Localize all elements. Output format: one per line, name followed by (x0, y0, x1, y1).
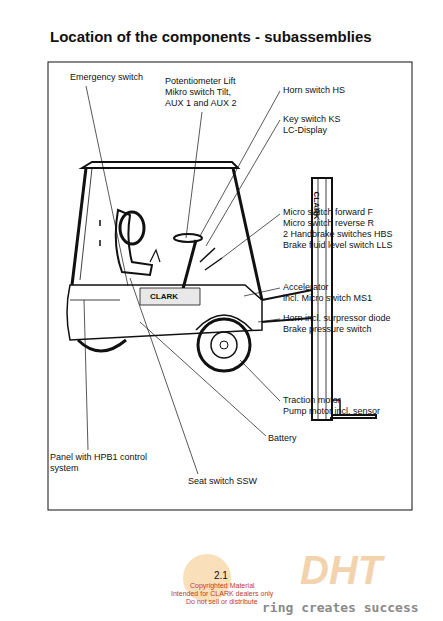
callout-label: Battery (268, 433, 297, 444)
watermark-text: Copyrighted Material (190, 582, 255, 590)
page-number: 2.1 (214, 570, 228, 581)
callout-label: Panel with HPB1 control (50, 452, 147, 463)
watermark-logo: DHT (300, 548, 382, 592)
watermark-slogan: ring creates success (262, 600, 419, 615)
callout-label: Accelerator (283, 282, 329, 293)
callout-label: AUX 1 and AUX 2 (165, 98, 237, 109)
callout-label: Pump motor incl. sensor (283, 406, 380, 417)
brand-text: CLARK (150, 291, 178, 302)
watermark-text: Intended for CLARK dealers only (171, 590, 273, 598)
callout-label: Potentiometer Lift (165, 76, 236, 87)
callout-label: Horn switch HS (283, 85, 345, 96)
callout-label: incl. Micro switch MS1 (283, 293, 372, 304)
brand-text: CLARK (311, 192, 322, 220)
callout-label: Micro switch reverse R (283, 218, 374, 229)
callout-label: Key switch KS (283, 114, 341, 125)
callout-label: Seat switch SSW (188, 476, 257, 487)
page-title: Location of the components - subassembli… (50, 28, 372, 46)
watermark-text: Do not sell or distribute (186, 598, 258, 606)
callout-label: 2 Handbrake switches HBS (283, 229, 393, 240)
callout-label: system (50, 463, 79, 474)
callout-label: Emergency switch (70, 72, 143, 83)
callout-label: Traction motor (283, 395, 341, 406)
callout-label: Horn incl. surpressor diode (283, 313, 391, 324)
frame (48, 62, 412, 510)
callout-label: Micro switch forward F (283, 207, 373, 218)
callout-label: Brake pressure switch (283, 324, 372, 335)
callout-label: Brake fluid level switch LLS (283, 240, 393, 251)
callout-label: Mikro switch Tilt, (165, 87, 231, 98)
callout-label: LC-Display (283, 125, 327, 136)
